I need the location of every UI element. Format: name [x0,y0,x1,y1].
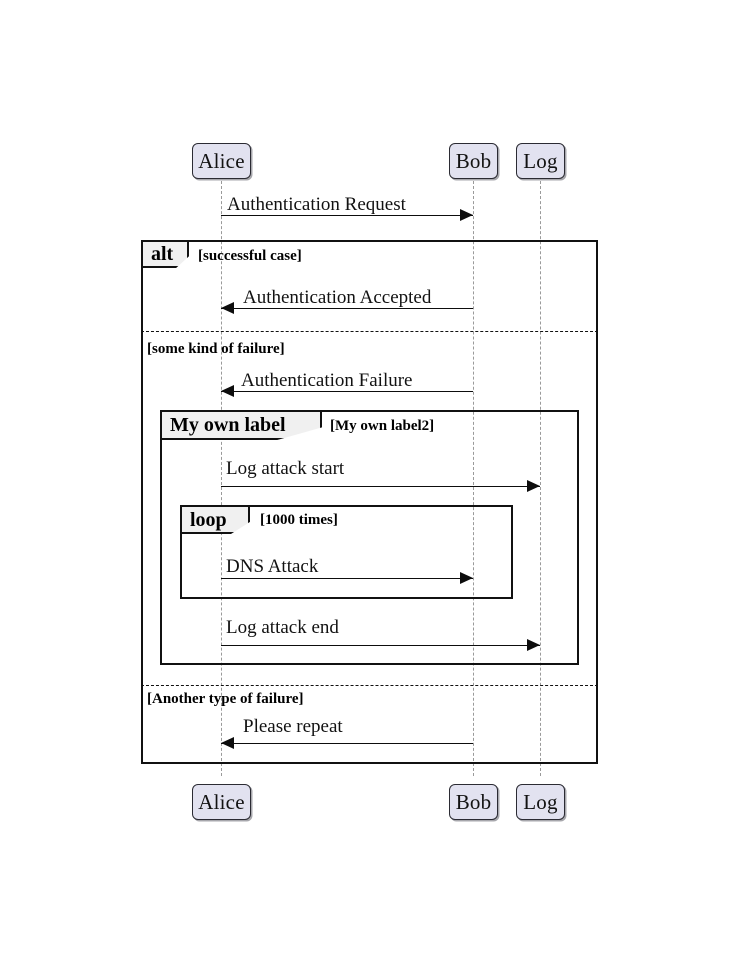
participant-alice-top[interactable]: Alice [192,143,251,179]
message-arrowhead-authentication-request [460,209,473,221]
lifeline-bob [473,181,474,776]
fragment-my-own-label [160,410,579,665]
participant-label: Bob [455,148,492,173]
fragment-guard-some-kind-of-failure: [some kind of failure] [147,341,285,357]
participant-label: Alice [198,148,245,173]
message-line-authentication-accepted [221,308,473,309]
message-line-log-attack-end [221,645,540,646]
message-label-log-attack-start: Log attack start [226,458,345,479]
lifeline-log [540,181,541,776]
message-arrowhead-log-attack-start [527,480,540,492]
fragment-guard-another-type-of-failure: [Another type of failure] [147,691,304,707]
fragment-divider-alt-2 [141,685,598,686]
message-line-authentication-request [221,215,473,216]
message-arrowhead-authentication-accepted [221,302,234,314]
message-arrowhead-authentication-failure [221,385,234,397]
fragment-guard-my-own-label2: [My own label2] [330,418,435,434]
participant-alice-bottom[interactable]: Alice [192,784,251,820]
fragment-guard-1000-times: [1000 times] [260,512,338,528]
participant-label: Bob [455,789,492,814]
message-arrowhead-dns-attack [460,572,473,584]
participant-label: Alice [198,789,245,814]
participant-bob-top[interactable]: Bob [449,143,498,179]
participant-log-top[interactable]: Log [516,143,565,179]
fragment-divider-alt-1 [141,331,598,332]
fragment-alt [141,240,598,764]
message-arrowhead-please-repeat [221,737,234,749]
message-label-authentication-accepted: Authentication Accepted [243,287,432,308]
message-label-dns-attack: DNS Attack [226,556,319,577]
message-label-log-attack-end: Log attack end [226,617,339,638]
message-line-log-attack-start [221,486,540,487]
participant-label: Log [523,789,558,814]
message-label-authentication-failure: Authentication Failure [241,370,413,391]
participant-log-bottom[interactable]: Log [516,784,565,820]
fragment-guard-successful-case: [successful case] [198,248,302,264]
message-label-please-repeat: Please repeat [243,716,343,737]
fragment-operator-label: My own label [170,414,286,436]
message-line-authentication-failure [221,391,473,392]
message-line-dns-attack [221,578,473,579]
message-arrowhead-log-attack-end [527,639,540,651]
fragment-operator-tab-loop: loop [182,507,250,534]
fragment-operator-label: loop [190,508,227,531]
fragment-loop [180,505,513,599]
message-label-authentication-request: Authentication Request [227,194,406,215]
participant-label: Log [523,148,558,173]
fragment-operator-label: alt [151,243,174,265]
lifeline-alice [221,181,222,776]
participant-bob-bottom[interactable]: Bob [449,784,498,820]
message-line-please-repeat [221,743,473,744]
